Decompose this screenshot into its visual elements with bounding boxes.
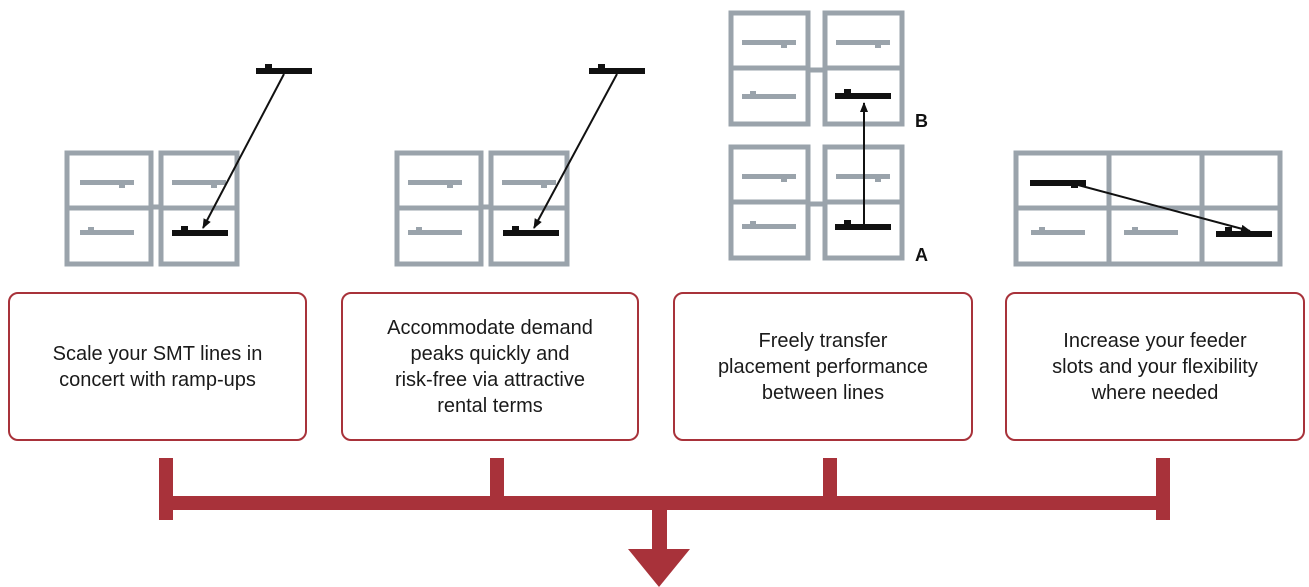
convergence-connector <box>159 458 1170 587</box>
active-feeder-b <box>835 89 891 99</box>
new-feeder <box>589 64 645 74</box>
benefit-box-scale: Scale your SMT lines in concert with ram… <box>8 292 307 441</box>
gray-feeder <box>80 180 226 235</box>
benefit-box-demand: Accommodate demand peaks quickly and ris… <box>341 292 639 441</box>
new-feeder <box>256 64 312 74</box>
module-grid <box>64 150 240 267</box>
benefit-text: Freely transfer placement performance be… <box>717 329 929 404</box>
module-grid <box>1013 150 1283 267</box>
module-grid-line-b <box>728 10 905 127</box>
move-arrow <box>533 73 618 229</box>
benefit-text: Scale your SMT lines in concert with ram… <box>52 342 263 391</box>
new-feeder <box>1216 227 1272 237</box>
move-arrow <box>202 73 285 229</box>
benefit-text: Increase your feeder slots and your flex… <box>1052 329 1258 404</box>
line-a-label: A <box>915 245 928 265</box>
benefit-box-transfer: Freely transfer placement performance be… <box>673 292 973 441</box>
gray-feeder <box>408 180 556 235</box>
active-feeder <box>1030 180 1086 188</box>
panel-transfer-performance: B A <box>728 10 928 265</box>
active-feeder <box>503 226 559 236</box>
gray-feeder <box>1031 227 1178 235</box>
benefit-box-feeder: Increase your feeder slots and your flex… <box>1005 292 1305 441</box>
down-arrow <box>628 549 690 587</box>
line-b-label: B <box>915 111 928 131</box>
panel-demand-peaks <box>394 64 645 267</box>
module-grid <box>394 150 570 267</box>
panel-feeder-slots <box>1013 150 1283 267</box>
module-grid-line-a <box>728 144 905 261</box>
active-feeder-a <box>835 220 891 230</box>
active-feeder <box>172 226 228 236</box>
panel-scale-lines <box>64 64 312 267</box>
benefit-text: Accommodate demand peaks quickly and ris… <box>387 316 593 417</box>
move-arrow <box>1077 184 1251 233</box>
